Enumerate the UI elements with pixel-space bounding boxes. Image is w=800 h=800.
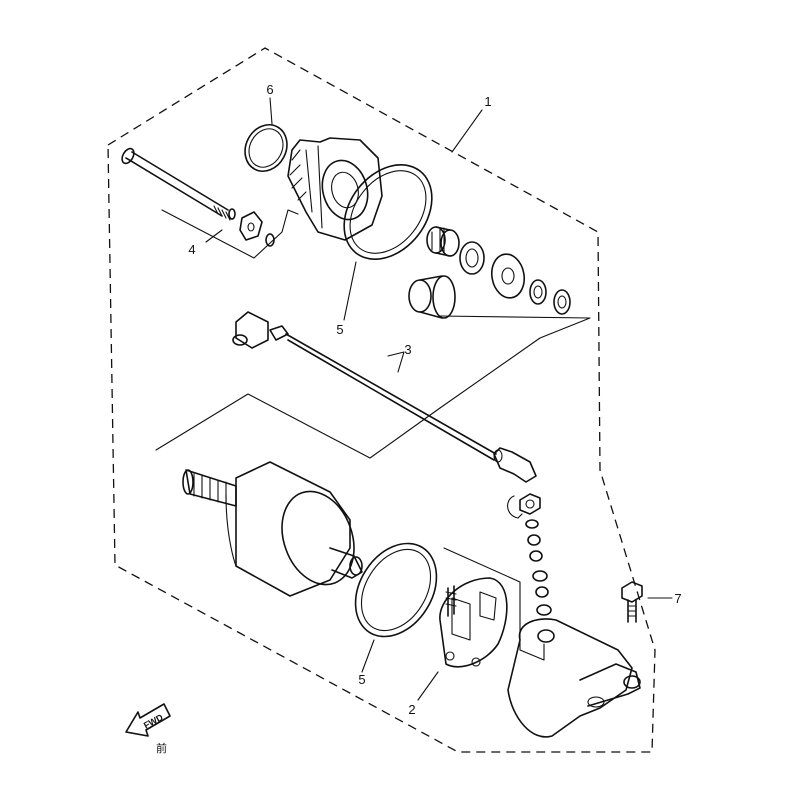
callout-part-7: 7 xyxy=(674,591,681,606)
washer-large xyxy=(490,253,526,299)
mounting-bolt xyxy=(621,581,643,623)
through-bolt-group xyxy=(121,147,299,259)
gasket-ring-upper xyxy=(343,164,433,260)
callout-part-4: 4 xyxy=(188,242,195,257)
front-cover xyxy=(287,137,383,241)
callout-part-2: 2 xyxy=(408,702,415,717)
callout-part-6: 6 xyxy=(266,82,273,97)
ball-bearing xyxy=(459,241,485,275)
fwd-caption: 前 xyxy=(156,741,167,755)
callout-part-5-upper: 5 xyxy=(336,322,343,337)
gasket-ring-lower xyxy=(354,542,438,638)
needle-bearing xyxy=(426,226,460,257)
front-cover-group xyxy=(244,124,591,409)
o-ring-6 xyxy=(244,124,288,172)
fwd-arrow-icon xyxy=(125,703,171,737)
terminal-washer-stack xyxy=(507,493,552,616)
rear-cover xyxy=(507,618,641,738)
brush-holder xyxy=(439,547,545,668)
washer-small-a xyxy=(529,279,547,305)
callout-part-5-lower: 5 xyxy=(358,672,365,687)
armature xyxy=(182,461,363,597)
bushing xyxy=(408,275,456,319)
lead-wire xyxy=(232,311,537,483)
fwd-direction-marker: FWD 前 xyxy=(125,703,171,755)
assembly-boundary xyxy=(107,47,656,753)
callout-part-1: 1 xyxy=(484,94,491,109)
callout-part-3: 3 xyxy=(404,342,411,357)
washer-small-b xyxy=(553,289,571,315)
